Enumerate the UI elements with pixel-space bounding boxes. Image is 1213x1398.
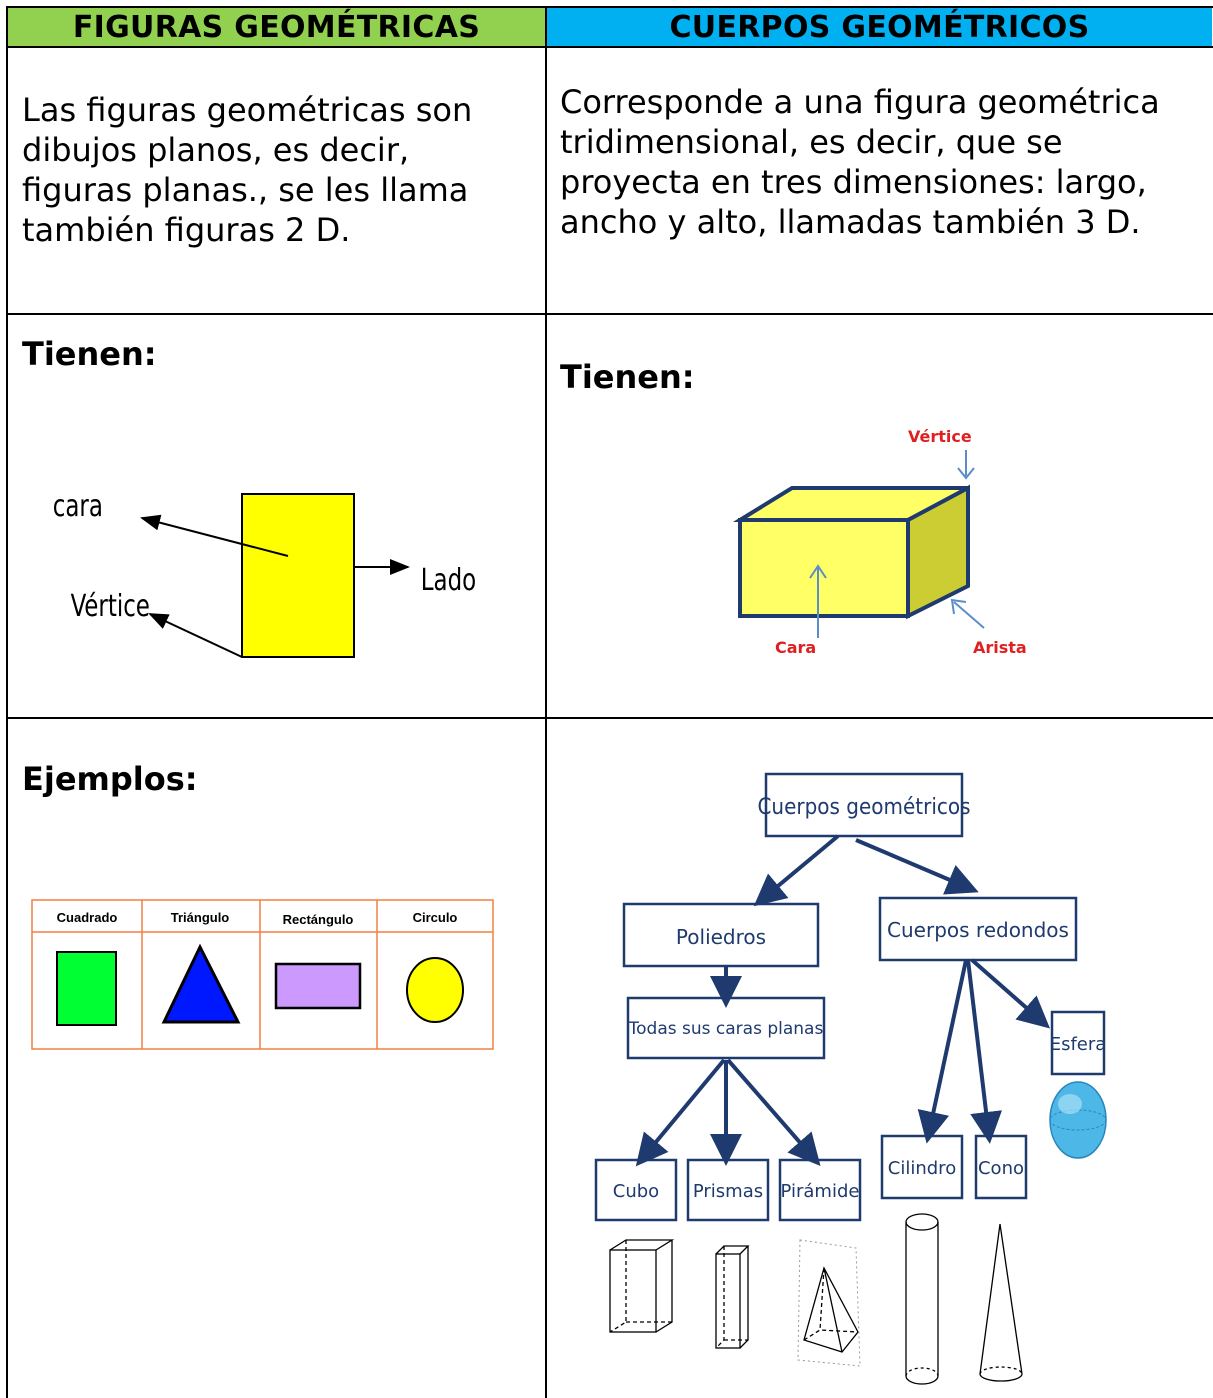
edge-root-redondos — [855, 838, 979, 895]
prism-front-face — [738, 518, 910, 618]
shape-label-circulo: Circulo — [413, 910, 458, 925]
edge-redondos-esfera — [970, 958, 1051, 1029]
cylinder-icon — [905, 1213, 939, 1385]
tienen-label-figuras: Tienen: — [22, 335, 157, 373]
definition-figuras-line: también figuras 2 D. — [22, 211, 351, 249]
pyramid-icon — [797, 1239, 861, 1367]
prism-icon — [715, 1245, 750, 1349]
label-cara-3d: Cara — [775, 638, 816, 657]
node-cono-label: Cono — [978, 1158, 1024, 1179]
table-border-row2-bottom — [6, 717, 1213, 719]
table-border-row1-bottom — [6, 313, 1213, 315]
node-piramide-label: Pirámide — [781, 1181, 860, 1202]
header-cuerpos: CUERPOS GEOMÉTRICOS — [547, 8, 1212, 46]
arrow-vertice — [148, 613, 243, 658]
table-border-middle — [545, 6, 547, 1398]
sphere-icon — [1049, 1081, 1107, 1159]
node-cubo-label: Cubo — [613, 1181, 659, 1202]
definition-cuerpos-line: proyecta en tres dimensiones: largo, — [560, 163, 1147, 201]
table-border-left — [6, 6, 8, 1398]
definition-figuras: Las figuras geométricas son dibujos plan… — [22, 90, 537, 250]
label-arista-3d: Arista — [973, 638, 1027, 657]
definition-cuerpos: Corresponde a una figura geométrica trid… — [560, 82, 1210, 242]
arrow-arista-3d — [953, 601, 985, 629]
node-poliedros — [622, 902, 820, 968]
label-lado: Lado — [421, 562, 476, 598]
edge-caras-piramide — [726, 1058, 821, 1167]
definition-figuras-line: figuras planas., se les llama — [22, 171, 469, 209]
node-redondos — [878, 896, 1078, 962]
shape-label-cuadrado: Cuadrado — [57, 910, 118, 925]
shape-label-rectangulo: Rectángulo — [283, 912, 354, 927]
definition-figuras-line: dibujos planos, es decir, — [22, 131, 410, 169]
edge-caras-cubo — [635, 1058, 726, 1167]
definition-cuerpos-line: ancho y alto, llamadas también 3 D. — [560, 203, 1141, 241]
shape-label-triangulo: Triángulo — [171, 910, 230, 925]
node-redondos-label: Cuerpos redondos — [887, 918, 1069, 942]
node-cilindro — [880, 1134, 964, 1200]
cone-icon — [979, 1223, 1023, 1382]
definition-cuerpos-line: Corresponde a una figura geométrica — [560, 83, 1160, 121]
figure-parts-diagram: cara Vértice Lado — [53, 488, 476, 658]
arrow-cara — [140, 514, 289, 557]
edge-redondos-cono — [966, 959, 1002, 1144]
node-esfera-label: Esfera — [1050, 1034, 1107, 1055]
node-caras-label: Todas sus caras planas — [628, 1019, 824, 1039]
node-root-label: Cuerpos geométricos — [757, 793, 970, 819]
definition-cuerpos-line: tridimensional, es decir, que se — [560, 123, 1063, 161]
label-vertice: Vértice — [71, 588, 150, 624]
table-border-top — [6, 6, 1213, 8]
shape-examples-table: Cuadrado Triángulo Rectángulo Circulo — [31, 899, 494, 1050]
table-border-header-bottom — [6, 46, 1213, 48]
tienen-label-cuerpos: Tienen: — [560, 358, 695, 396]
label-cara: cara — [53, 488, 103, 524]
prism-side-face — [906, 484, 970, 620]
yellow-rectangle — [241, 493, 355, 658]
green-square — [56, 951, 117, 1026]
label-vertice-3d: Vértice — [908, 427, 972, 446]
definition-figuras-line: Las figuras geométricas son — [22, 91, 473, 129]
yellow-circle — [406, 957, 464, 1023]
header-figuras: FIGURAS GEOMÉTRICAS — [8, 8, 545, 46]
ejemplos-label: Ejemplos: — [22, 760, 198, 798]
node-root — [764, 772, 964, 838]
node-poliedros-label: Poliedros — [676, 925, 766, 949]
edge-redondos-cilindro — [917, 959, 968, 1144]
lavender-rectangle — [274, 962, 362, 1010]
cube-icon — [609, 1239, 675, 1333]
node-esfera — [1050, 1010, 1106, 1076]
edge-root-poliedros — [753, 834, 840, 907]
bodies-concept-tree: Cuerpos geométricos Poliedros Cuerpos re… — [594, 772, 1107, 1385]
node-prismas-label: Prismas — [693, 1181, 763, 1202]
body-parts-diagram: Vértice Cara Arista — [732, 427, 1027, 657]
blue-triangle — [161, 943, 241, 1024]
node-cilindro-label: Cilindro — [888, 1158, 956, 1179]
